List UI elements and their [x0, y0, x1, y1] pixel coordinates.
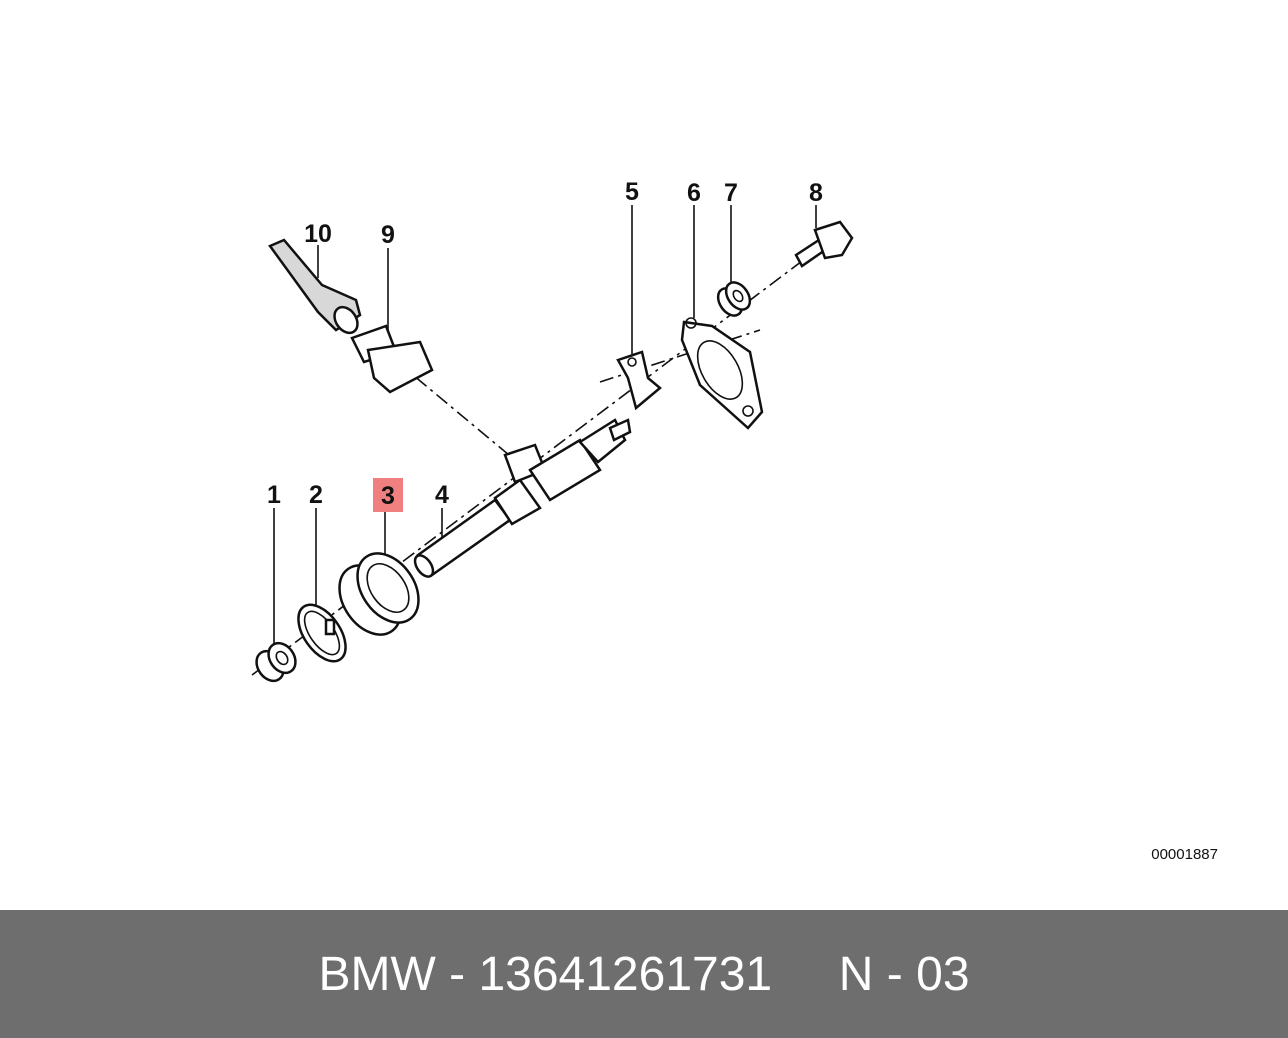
footer-separator: -	[449, 947, 466, 1001]
footer-part-number: 13641261731	[478, 947, 773, 1001]
callout-9: 9	[381, 221, 395, 249]
part-7-washer	[716, 281, 752, 317]
part-9-connector	[350, 324, 434, 394]
callout-3: 3	[381, 482, 395, 510]
diagram-reference-code: 00001887	[1151, 846, 1218, 863]
part-4-sensor	[413, 418, 632, 578]
part-2-circlip	[297, 603, 347, 663]
part-1-bushing	[255, 641, 297, 683]
part-5-bracket	[616, 350, 662, 411]
callout-7: 7	[724, 179, 738, 207]
callout-2: 2	[309, 481, 323, 509]
callout-5: 5	[625, 178, 639, 206]
callout-8: 8	[809, 179, 823, 207]
callout-4: 4	[435, 481, 449, 509]
footer-part-banner: BMW - 13641261731 N - 03	[0, 910, 1288, 1038]
part-6-gasket	[680, 317, 764, 430]
part-3-seal-ring	[338, 552, 420, 636]
callout-3-highlight	[373, 478, 403, 512]
part-10-boot	[268, 238, 362, 335]
footer-position: N - 03	[838, 947, 970, 1001]
callout-10: 10	[304, 220, 332, 248]
part-8-bolt	[794, 220, 854, 268]
exploded-parts-diagram: 1 2 3 4 5 6 7 8 9 10	[251, 178, 854, 683]
callout-6: 6	[687, 179, 701, 207]
footer-brand: BMW	[318, 947, 436, 1001]
callout-1: 1	[267, 481, 281, 509]
